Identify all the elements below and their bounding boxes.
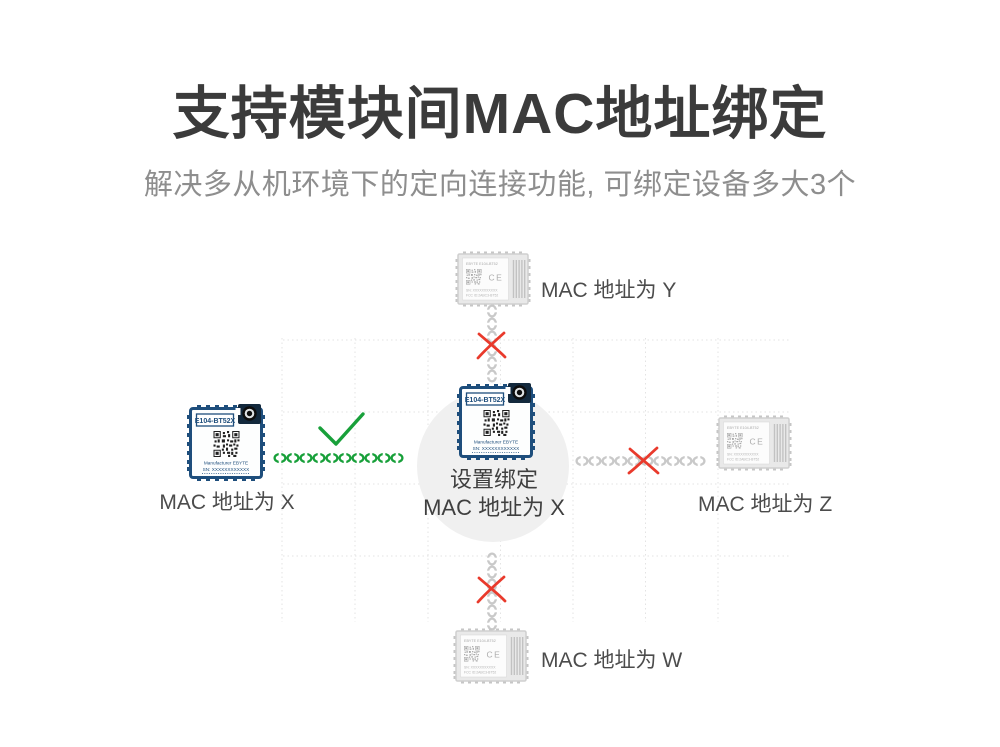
page-subtitle: 解决多从机环境下的定向连接功能, 可绑定设备多大3个 — [143, 169, 857, 201]
module-bottom-gray — [454, 629, 529, 684]
cross-icon-right — [627, 446, 660, 475]
label-mac-y: MAC 地址为 Y — [541, 279, 677, 302]
check-icon — [318, 412, 365, 446]
module-center-blue — [457, 383, 535, 460]
label-mac-w: MAC 地址为 W — [541, 649, 683, 672]
chain-left-bound — [273, 452, 404, 464]
label-mac-x: MAC 地址为 X — [159, 491, 295, 514]
center-caption-line2: MAC 地址为 X — [423, 495, 565, 520]
center-caption-line1: 设置绑定 — [449, 467, 538, 492]
label-mac-z: MAC 地址为 Z — [698, 493, 833, 516]
mac-binding-diagram: E104-BT52X Manufacturer EBYTE SN: XXXXXX… — [0, 230, 1000, 730]
module-top-gray — [456, 252, 531, 307]
module-left-blue — [187, 404, 265, 481]
module-right-gray — [717, 416, 792, 471]
center-caption: 设置绑定 MAC 地址为 X — [383, 466, 605, 522]
cross-icon-bottom — [476, 575, 507, 604]
page-title: 支持模块间MAC地址绑定 — [172, 82, 828, 146]
cross-icon-top — [476, 331, 507, 360]
chain-top-blocked — [486, 304, 498, 383]
